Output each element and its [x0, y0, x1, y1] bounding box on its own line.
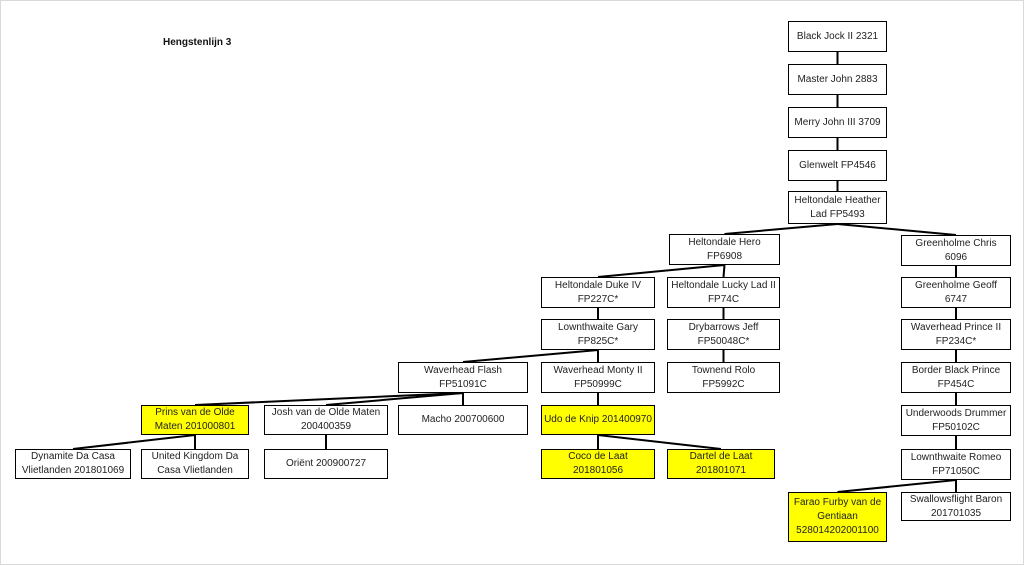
tree-node-greenholme-chris: Greenholme Chris 6096 [901, 235, 1011, 266]
tree-node-orient: Oriënt 200900727 [264, 449, 388, 479]
connector-prins-olde-maten-to-dynamite [72, 434, 196, 450]
tree-node-master-john: Master John 2883 [788, 64, 887, 95]
tree-node-greenholme-geoff: Greenholme Geoff 6747 [901, 277, 1011, 308]
tree-node-swallowsflight: Swallowsflight Baron 201701035 [901, 492, 1011, 521]
tree-node-waverhead-prince: Waverhead Prince II FP234C* [901, 319, 1011, 350]
connector-heltondale-hero-to-heltondale-duke [597, 264, 725, 278]
connector-udo-knip-to-dartel-laat [597, 434, 722, 450]
tree-node-coco-laat: Coco de Laat 201801056 [541, 449, 655, 479]
tree-node-prins-olde-maten: Prins van de Olde Maten 201000801 [141, 405, 249, 435]
tree-node-waverhead-flash: Waverhead Flash FP51091C [398, 362, 528, 393]
connector-heltondale-heather-to-heltondale-hero [724, 223, 838, 235]
tree-node-dynamite: Dynamite Da Casa Vlietlanden 201801069 [15, 449, 131, 479]
tree-node-united-kingdom: United Kingdom Da Casa Vlietlanden [141, 449, 249, 479]
connector-lownthwaite-romeo-to-farao-furby [837, 479, 957, 493]
tree-node-lownthwaite-romeo: Lownthwaite Romeo FP71050C [901, 449, 1011, 480]
tree-node-glenwelt: Glenwelt FP4546 [788, 150, 887, 181]
tree-node-black-jock: Black Jock II 2321 [788, 21, 887, 52]
tree-node-heltondale-duke: Heltondale Duke IV FP227C* [541, 277, 655, 308]
tree-node-underwoods-drummer: Underwoods Drummer FP50102C [901, 405, 1011, 436]
tree-node-farao-furby: Farao Furby van de Gentiaan 528014202001… [788, 492, 887, 542]
tree-node-udo-knip: Udo de Knip 201400970 [541, 405, 655, 435]
connector-heltondale-hero-to-heltondale-lucky [722, 264, 726, 278]
tree-node-heltondale-lucky: Heltondale Lucky Lad II FP74C [667, 277, 780, 308]
tree-node-townend-rolo: Townend Rolo FP5992C [667, 362, 780, 393]
tree-node-lownthwaite-gary: Lownthwaite Gary FP825C* [541, 319, 655, 350]
connector-lownthwaite-gary-to-waverhead-flash [462, 349, 599, 363]
tree-node-waverhead-monty: Waverhead Monty II FP50999C [541, 362, 655, 393]
tree-node-josh-olde-maten: Josh van de Olde Maten 200400359 [264, 405, 388, 435]
tree-node-heltondale-hero: Heltondale Hero FP6908 [669, 234, 780, 265]
tree-node-border-black-prince: Border Black Prince FP454C [901, 362, 1011, 393]
connector-waverhead-flash-to-prins-olde-maten [194, 392, 464, 406]
connector-heltondale-heather-to-greenholme-chris [837, 223, 957, 236]
tree-node-drybarrows-jeff: Drybarrows Jeff FP50048C* [667, 319, 780, 350]
connector-waverhead-flash-to-josh-olde-maten [325, 392, 464, 406]
tree-node-macho: Macho 200700600 [398, 405, 528, 435]
diagram-title: Hengstenlijn 3 [163, 37, 232, 48]
tree-node-merry-john: Merry John III 3709 [788, 107, 887, 138]
tree-node-dartel-laat: Dartel de Laat 201801071 [667, 449, 775, 479]
tree-node-heltondale-heather: Heltondale Heather Lad FP5493 [788, 191, 887, 224]
